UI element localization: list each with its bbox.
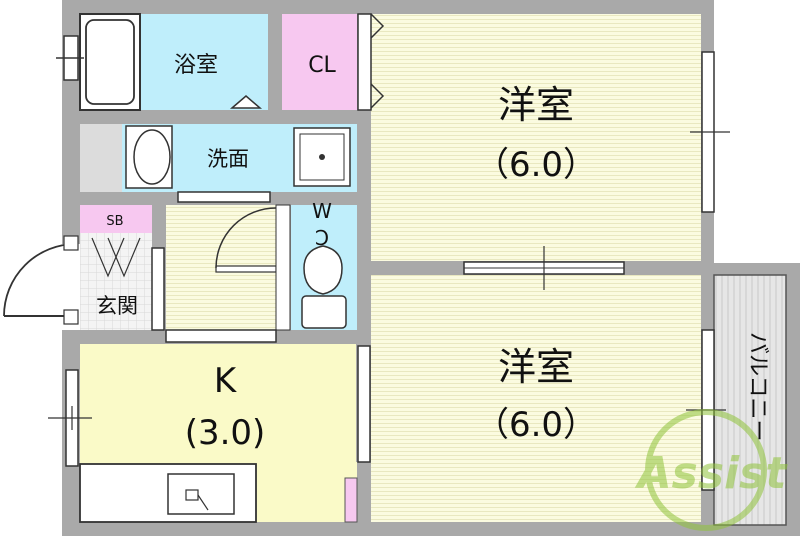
watermark-text: Assist bbox=[635, 448, 789, 499]
toilet bbox=[301, 245, 347, 329]
western-room-1-size: （6.0） bbox=[475, 145, 597, 185]
shoe-box-label: SB bbox=[106, 214, 123, 229]
closet-floor bbox=[282, 14, 357, 110]
assist-watermark-logo: Assist bbox=[635, 409, 789, 531]
kitchen-size: (3.0) bbox=[185, 413, 266, 453]
entrance-label: 玄関 bbox=[96, 294, 138, 318]
western-room-2-size: （6.0） bbox=[475, 405, 597, 445]
washing-machine-pan bbox=[293, 127, 351, 187]
western-room-1-window bbox=[690, 51, 730, 213]
entrance-door bbox=[0, 235, 141, 330]
bath-door-marker bbox=[229, 95, 263, 109]
balcony-floor bbox=[714, 275, 786, 525]
toilet-door bbox=[215, 204, 291, 331]
entrance-floor bbox=[80, 233, 152, 330]
kitchen-counter bbox=[79, 463, 257, 523]
washroom-label: 洗面 bbox=[207, 147, 249, 171]
washbasin bbox=[125, 125, 173, 189]
bath-label: 浴室 bbox=[174, 53, 218, 78]
western-room-1-name: 洋室 bbox=[498, 83, 574, 127]
western-room-2-name: 洋室 bbox=[498, 345, 574, 389]
closet-doors bbox=[357, 13, 385, 111]
toilet-label-c: C bbox=[315, 225, 329, 249]
bathtub bbox=[56, 13, 141, 111]
toilet-label-w: W bbox=[312, 199, 332, 223]
kitchen-name: K bbox=[214, 361, 238, 401]
shoe-box bbox=[80, 205, 152, 233]
closet-label: CL bbox=[308, 53, 336, 78]
western-room-1-floor bbox=[371, 14, 701, 261]
kitchen-windows bbox=[48, 345, 371, 467]
balcony-label: バルコニー bbox=[745, 332, 770, 442]
partition-sliding-door bbox=[463, 246, 625, 290]
